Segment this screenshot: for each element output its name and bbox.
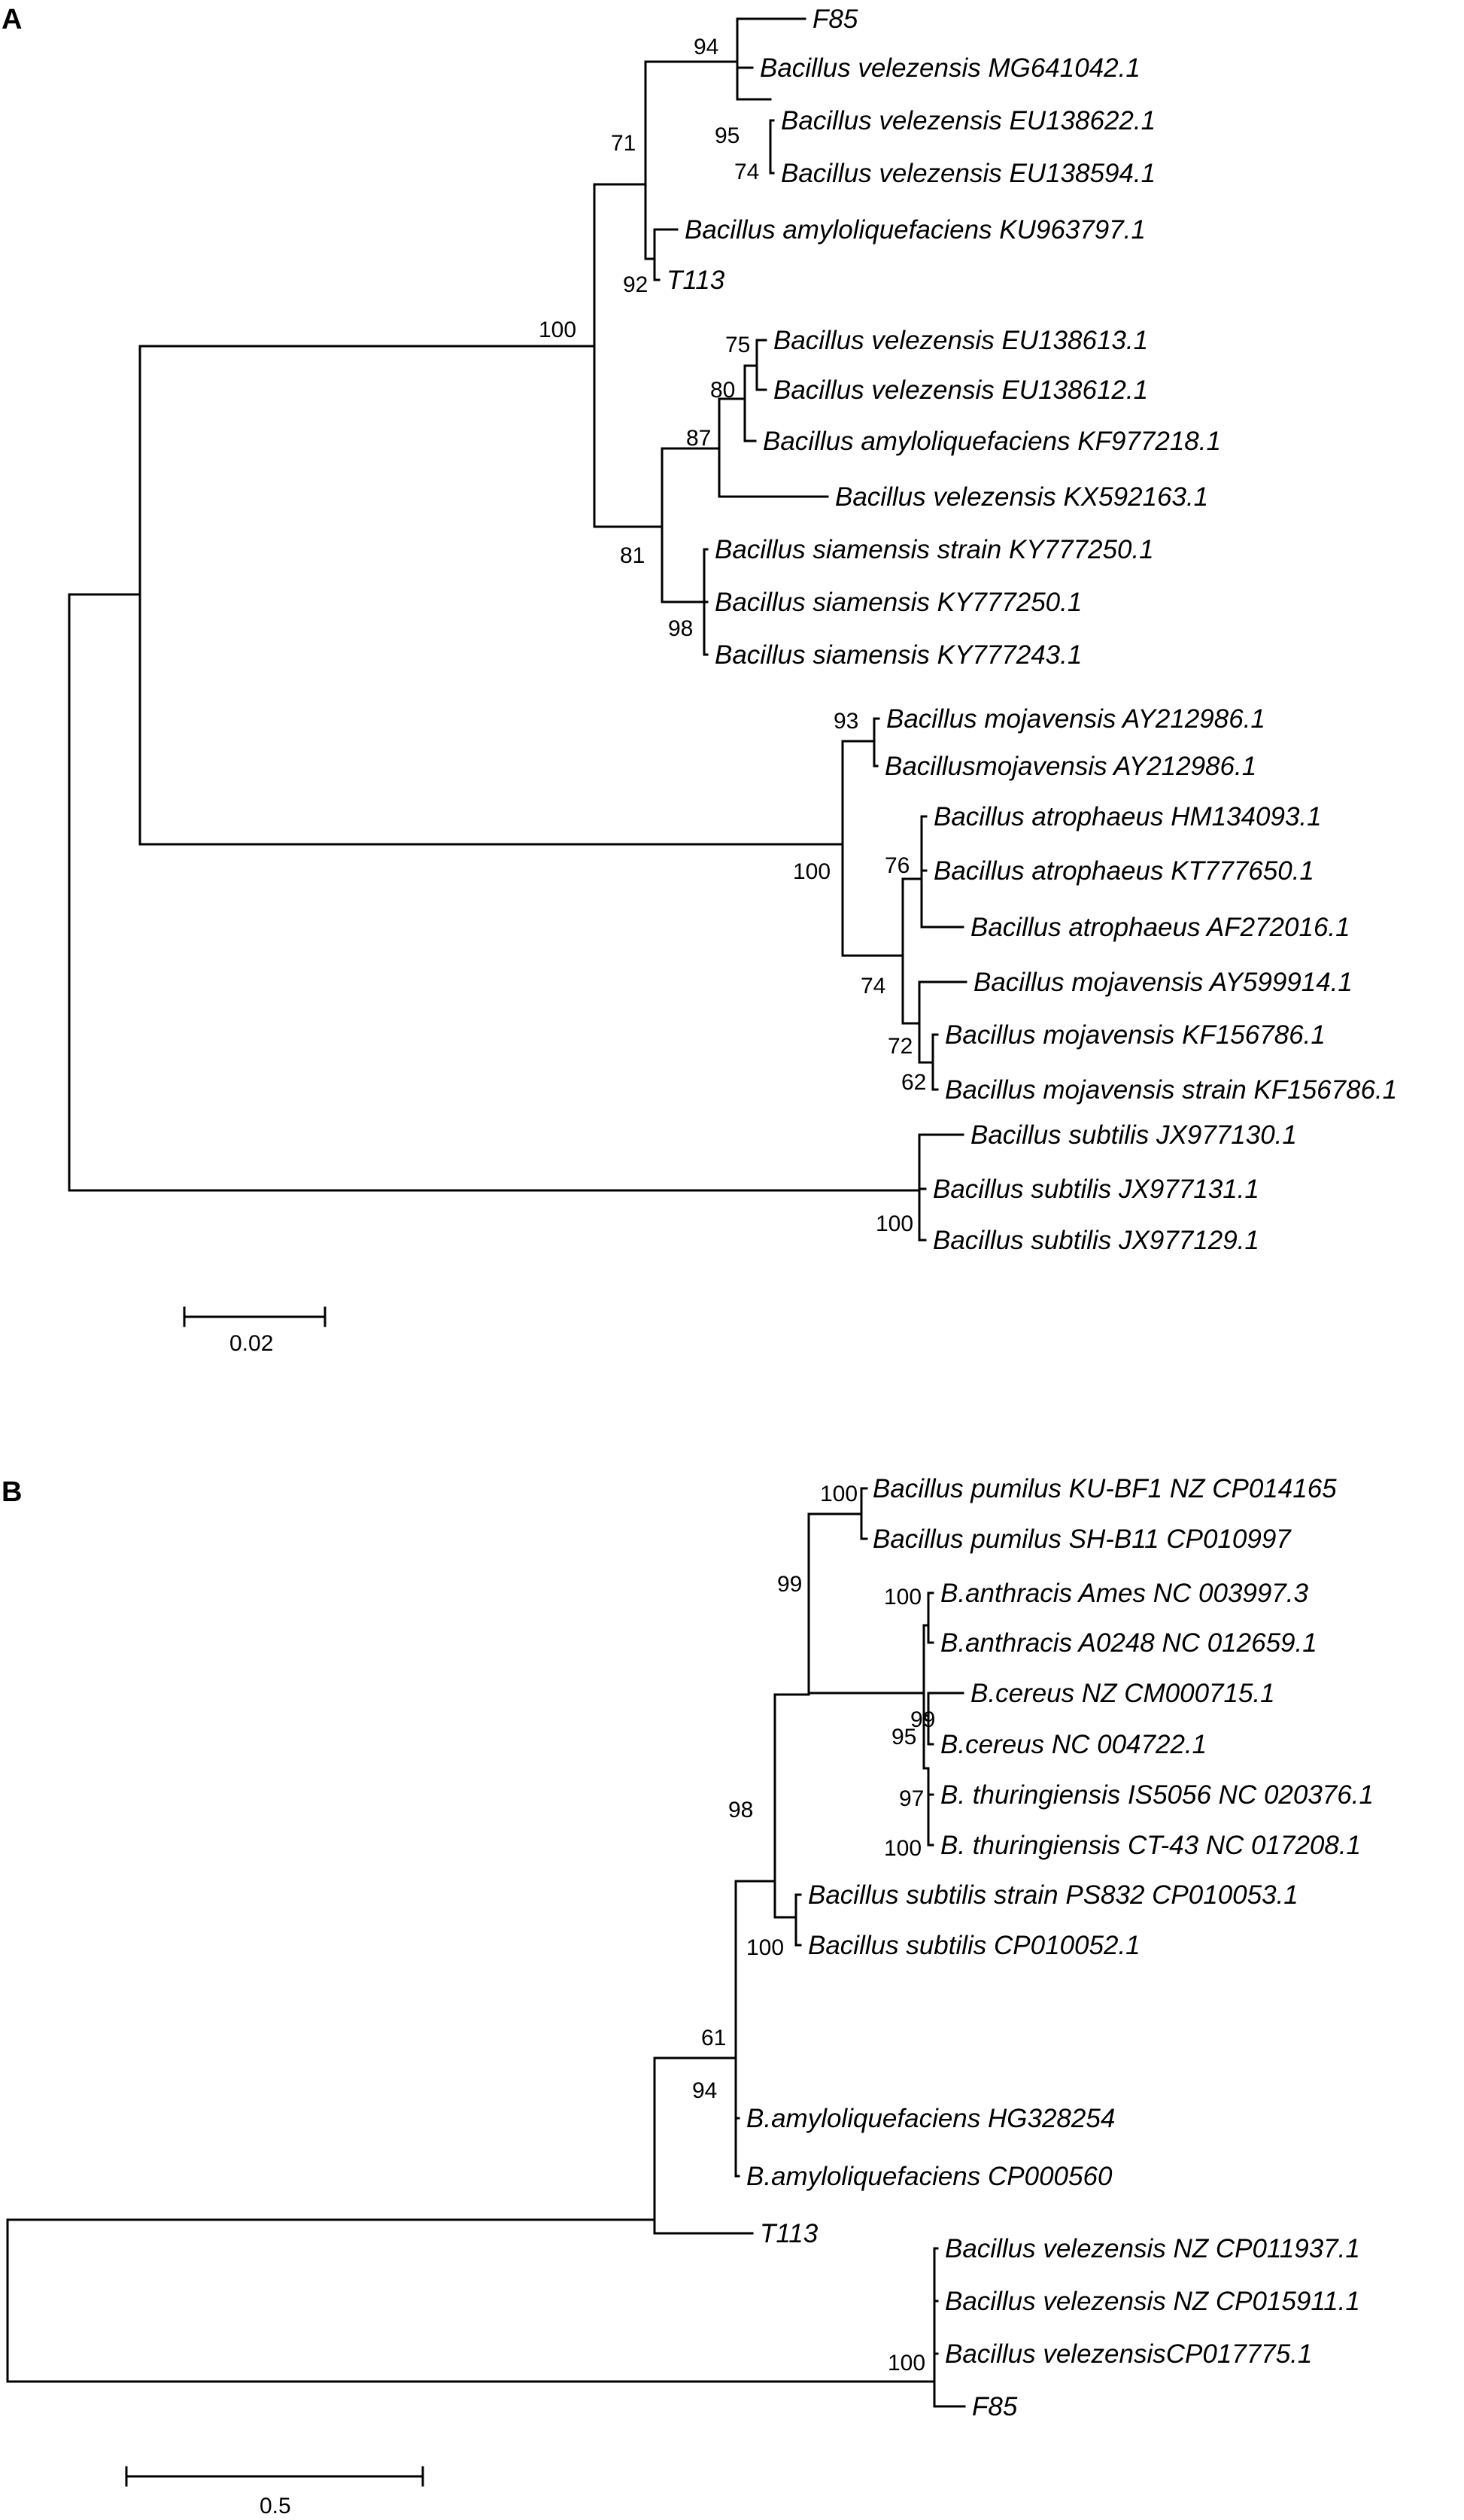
- leaf-label: Bacillus subtilis JX977129.1: [933, 1226, 1259, 1255]
- panel-a-support: 94 95 74 71 92 100 75 80 87 81 98 93 100…: [539, 35, 926, 1236]
- leaf-label: Bacillus pumilus KU-BF1 NZ CP014165: [873, 1474, 1337, 1503]
- leaf-label: Bacillus velezensisCP017775.1: [945, 2339, 1312, 2369]
- leaf-label: Bacillus mojavensis strain KF156786.1: [945, 1075, 1397, 1105]
- support-value: 98: [728, 1798, 753, 1822]
- support-value: 76: [885, 853, 910, 878]
- leaf-label: B.anthracis A0248 NC 012659.1: [940, 1628, 1317, 1658]
- scale-bar-line: [125, 2466, 424, 2487]
- support-value: 95: [715, 123, 740, 148]
- support-value: 95: [891, 1725, 916, 1749]
- support-value: 75: [725, 333, 750, 357]
- leaf-label: Bacillus siamensis strain KY777250.1: [715, 535, 1154, 564]
- leaf-label: B.cereus NZ CM000715.1: [970, 1679, 1275, 1708]
- panel-b-branches: [6, 1487, 966, 2408]
- support-value: 99: [910, 1707, 935, 1732]
- leaf-label: Bacillus velezensis EU138622.1: [781, 106, 1156, 135]
- support-value: 61: [701, 2026, 726, 2050]
- leaf-label: B. thuringiensis CT-43 NC 017208.1: [940, 1831, 1361, 1860]
- leaf-label: Bacillus velezensis KX592163.1: [835, 482, 1208, 512]
- leaf-label: Bacillus velezensis NZ CP011937.1: [945, 2234, 1360, 2263]
- leaf-label: B.anthracis Ames NC 003997.3: [940, 1579, 1308, 1608]
- support-value: 99: [777, 1572, 802, 1597]
- leaf-label: Bacillus velezensis NZ CP015911.1: [945, 2287, 1360, 2316]
- support-value: 72: [888, 1034, 913, 1059]
- leaf-label: Bacillus mojavensis KF156786.1: [945, 1020, 1326, 1050]
- support-value: 100: [793, 859, 831, 884]
- leaf-label: Bacillus atrophaeus KT777650.1: [934, 856, 1314, 886]
- scale-bar-label: 0.02: [229, 1331, 273, 1356]
- support-value: 62: [901, 1070, 926, 1095]
- leaf-label: Bacillus subtilis strain PS832 CP010053.…: [808, 1880, 1298, 1910]
- leaf-label: B.amyloliquefaciens CP000560: [746, 2162, 1113, 2191]
- support-value: 74: [734, 160, 759, 184]
- leaf-label: Bacillus subtilis JX977130.1: [970, 1120, 1297, 1150]
- panel-a-scale-bar: 0.02: [183, 1306, 327, 1356]
- leaf-label: Bacillus atrophaeus AF272016.1: [970, 913, 1350, 942]
- support-value: 87: [686, 426, 711, 451]
- panel-a-branches: [68, 17, 967, 1242]
- scale-bar-line: [183, 1306, 327, 1327]
- leaf-label: B.cereus NC 004722.1: [940, 1730, 1207, 1759]
- leaf-label: Bacillus velezensis MG641042.1: [760, 53, 1141, 83]
- leaf-label: Bacillus atrophaeus HM134093.1: [934, 802, 1322, 831]
- leaf-label: Bacillus amyloliquefaciens KF977218.1: [763, 427, 1221, 456]
- support-value: 74: [861, 974, 885, 999]
- leaf-label: Bacillus mojavensis AY599914.1: [973, 968, 1353, 997]
- leaf-label: Bacillus mojavensis AY212986.1: [886, 704, 1265, 734]
- support-value: 93: [834, 709, 858, 734]
- support-value: 94: [692, 2078, 717, 2103]
- support-value: 98: [668, 616, 693, 641]
- leaf-label: Bacillus amyloliquefaciens KU963797.1: [685, 215, 1146, 245]
- leaf-label: F85: [972, 2392, 1018, 2421]
- leaf-label: B.amyloliquefaciens HG328254: [746, 2104, 1115, 2133]
- support-value: 97: [899, 1786, 924, 1811]
- leaf-label: Bacillus subtilis JX977131.1: [933, 1175, 1259, 1204]
- leaf-label: T113: [667, 266, 725, 295]
- panel-b-scale-bar: 0.5: [125, 2466, 424, 2518]
- leaf-label: Bacillus subtilis CP010052.1: [808, 1931, 1141, 1960]
- leaf-label: Bacillus velezensis EU138613.1: [773, 326, 1148, 355]
- support-value: 100: [820, 1482, 858, 1506]
- leaf-label: Bacillus pumilus SH-B11 CP010997: [873, 1524, 1292, 1554]
- support-value: 94: [694, 35, 718, 59]
- support-value: 100: [539, 318, 576, 342]
- panel-b-label: B: [2, 1476, 22, 1508]
- leaf-label: F85: [812, 5, 858, 34]
- scale-bar-label: 0.5: [260, 2494, 291, 2518]
- leaf-label: B. thuringiensis IS5056 NC 020376.1: [940, 1780, 1374, 1810]
- panel-b-support: 100 100 99 99 95 97 100 98 100 61 94 100: [692, 1482, 935, 2376]
- panel-a-label: A: [2, 4, 22, 35]
- leaf-label: Bacillus velezensis EU138612.1: [773, 375, 1148, 405]
- panel-b: B: [2, 1474, 1374, 2518]
- leaf-label: Bacillus siamensis KY777243.1: [715, 640, 1082, 670]
- leaf-label: Bacillusmojavensis AY212986.1: [885, 752, 1256, 781]
- support-value: 100: [884, 1585, 922, 1610]
- support-value: 100: [884, 1836, 922, 1861]
- support-value: 100: [746, 1935, 784, 1960]
- support-value: 100: [888, 2351, 925, 2376]
- panel-b-leaves: Bacillus pumilus KU-BF1 NZ CP014165 Baci…: [746, 1474, 1374, 2421]
- support-value: 71: [611, 131, 636, 156]
- support-value: 81: [620, 543, 645, 568]
- support-value: 100: [876, 1211, 913, 1236]
- leaf-label: Bacillus siamensis KY777250.1: [715, 588, 1082, 617]
- support-value: 92: [623, 272, 648, 297]
- support-value: 80: [710, 378, 735, 403]
- leaf-label: T113: [760, 2219, 819, 2248]
- panel-a-leaves: F85 Bacillus velezensis MG641042.1 Bacil…: [667, 5, 1397, 1255]
- panel-a: A: [2, 4, 1397, 1356]
- leaf-label: Bacillus velezensis EU138594.1: [781, 159, 1156, 188]
